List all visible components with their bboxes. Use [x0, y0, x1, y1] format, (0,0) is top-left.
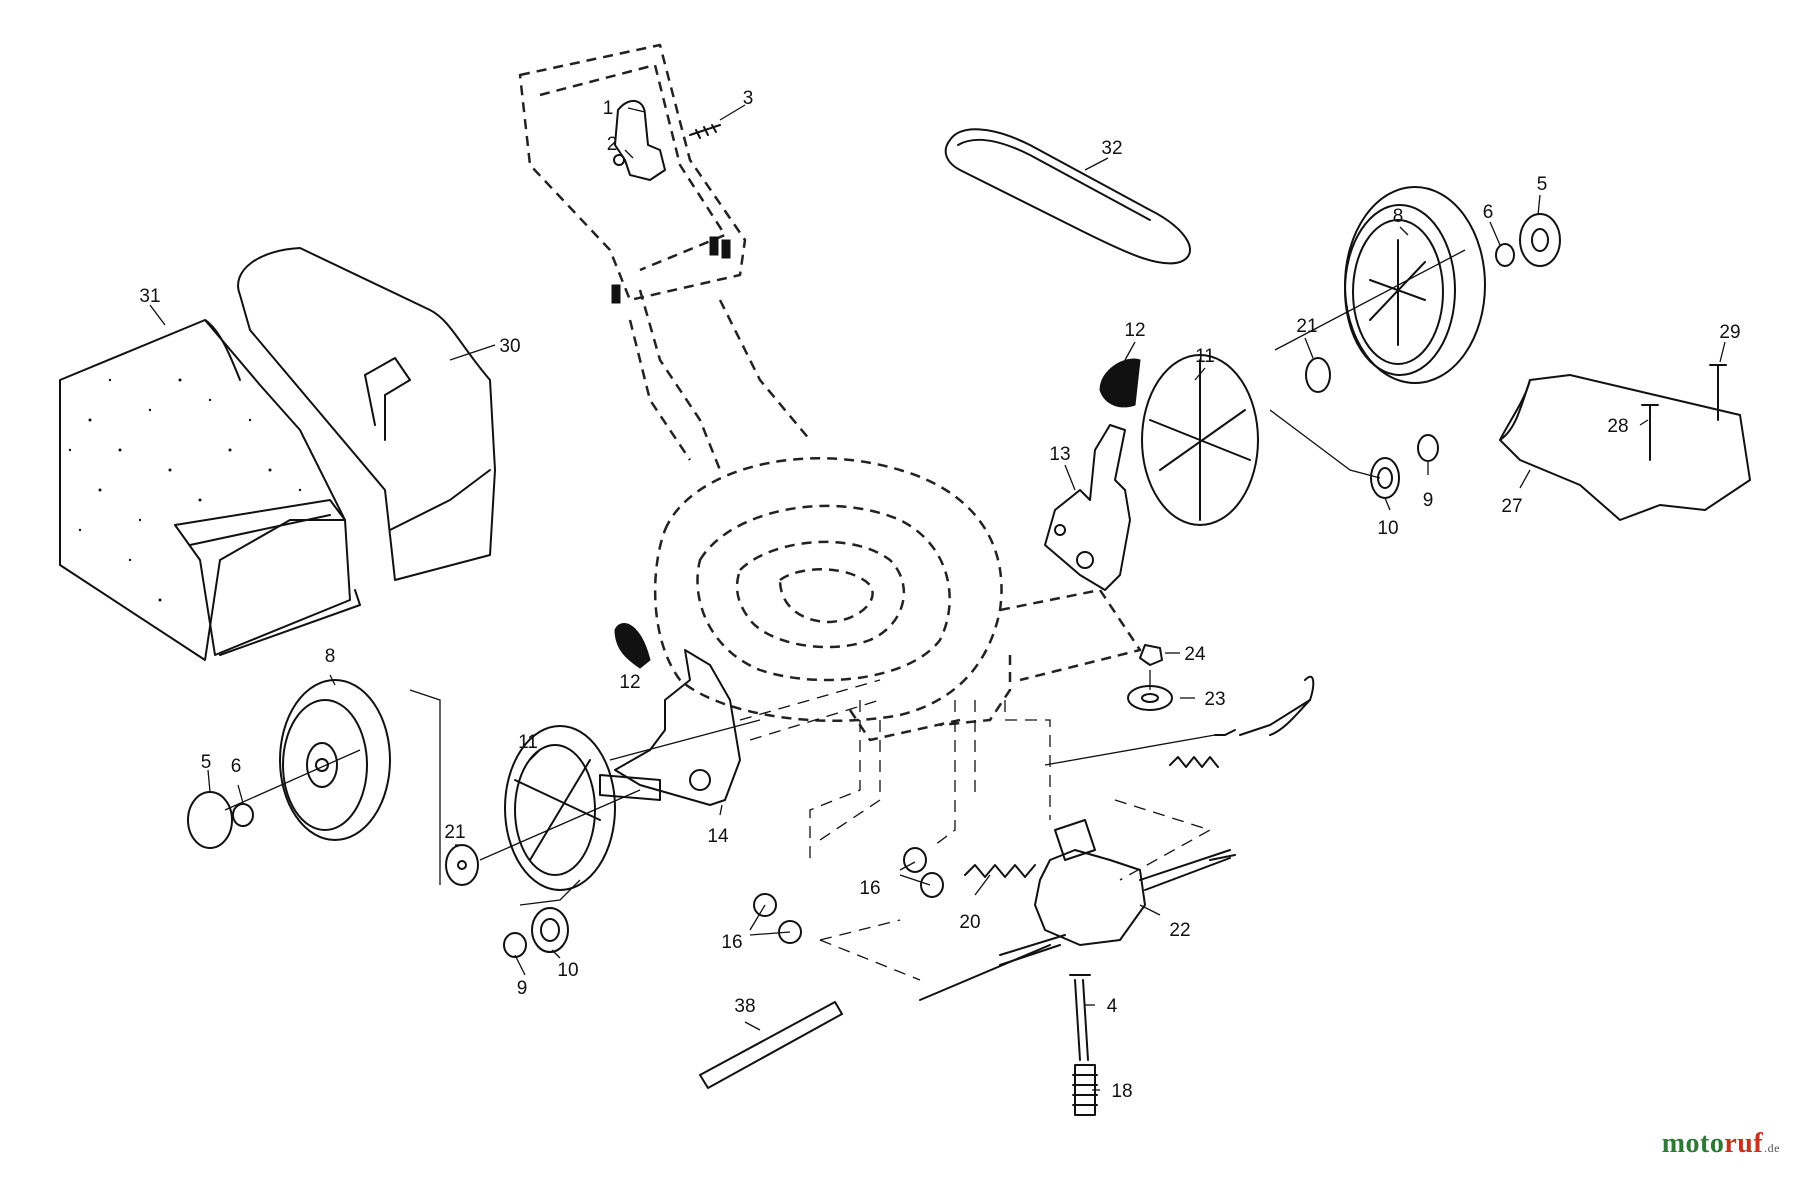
- callout-5: 5: [1537, 174, 1548, 195]
- control-lever: [613, 100, 721, 181]
- shaft-4: [1069, 974, 1091, 1061]
- callout-22: 22: [1169, 920, 1190, 941]
- right-grip-12: [1099, 358, 1141, 408]
- callout-6: 6: [1483, 202, 1494, 223]
- nuts-16-left: [753, 893, 802, 944]
- bolt-29: [1709, 364, 1727, 421]
- callout-10: 10: [557, 960, 578, 981]
- watermark-part-b: ruf: [1724, 1128, 1764, 1159]
- callout-8: 8: [325, 646, 336, 667]
- left-washer-21: [445, 844, 479, 886]
- callout-21: 21: [444, 822, 465, 843]
- axle-shaft: [919, 854, 1236, 1001]
- watermark-part-a: moto: [1661, 1128, 1725, 1159]
- callout-31: 31: [139, 286, 160, 307]
- dashed-leaders: [739, 679, 1212, 981]
- callout-9: 9: [517, 978, 528, 999]
- callout-14: 14: [707, 826, 729, 847]
- callout-10: 10: [1377, 518, 1398, 539]
- bolt-28: [1641, 404, 1659, 461]
- handle-ghost: [518, 43, 811, 471]
- callout-5: 5: [201, 752, 212, 773]
- left-clip-9: [503, 932, 527, 958]
- callout-leaders: [149, 104, 1726, 1091]
- right-washer-21: [1305, 357, 1331, 393]
- left-pinion-10: [531, 907, 569, 953]
- callout-13: 13: [1049, 444, 1070, 465]
- left-bracket-14: [599, 649, 741, 806]
- callout-4: 4: [1107, 996, 1118, 1017]
- callout-labels: 1 2 3 32 5 8 6 31 30 12 11 21 29 13 28 9…: [139, 88, 1740, 1102]
- belt: [944, 128, 1191, 265]
- callout-11: 11: [518, 732, 538, 753]
- nuts-16-right: [903, 847, 944, 898]
- rear-guard-27: [1499, 374, 1751, 521]
- rod-38: [699, 1001, 843, 1089]
- callout-8: 8: [1393, 206, 1404, 227]
- spring-20: [964, 864, 1036, 878]
- callout-9: 9: [1423, 490, 1434, 511]
- callout-16: 16: [859, 878, 880, 899]
- right-bracket-13: [1044, 424, 1131, 591]
- callout-18: 18: [1111, 1081, 1132, 1102]
- callout-29: 29: [1719, 322, 1740, 343]
- callout-38: 38: [734, 996, 755, 1017]
- right-hubcap-11: [1141, 354, 1259, 526]
- callout-23: 23: [1204, 689, 1225, 710]
- callout-11: 11: [1195, 346, 1215, 367]
- cable: [1214, 675, 1315, 736]
- right-wheel-8: [1344, 186, 1486, 384]
- callout-27: 27: [1501, 496, 1522, 517]
- watermark-tld: .de: [1764, 1141, 1780, 1155]
- callout-12: 12: [619, 672, 640, 693]
- callout-28: 28: [1607, 416, 1628, 437]
- callout-30: 30: [499, 336, 520, 357]
- right-pinion-10: [1370, 457, 1400, 499]
- bag-frame: [237, 247, 496, 581]
- spring-top: [1169, 756, 1219, 768]
- callout-3: 3: [743, 88, 754, 109]
- spring-18: [1072, 1064, 1098, 1116]
- watermark-logo: motoruf.de: [1662, 1128, 1780, 1160]
- callout-32: 32: [1101, 138, 1122, 159]
- callout-12: 12: [1124, 320, 1145, 341]
- left-cap-5: [187, 791, 233, 849]
- callout-6: 6: [231, 756, 242, 777]
- deck-ghost: [653, 457, 1142, 742]
- callout-21: 21: [1296, 316, 1317, 337]
- transmission-22: [999, 819, 1231, 966]
- left-nut-6: [232, 803, 254, 827]
- callout-20: 20: [959, 912, 980, 933]
- left-grip-12: [614, 623, 651, 669]
- right-nut-6: [1495, 243, 1515, 267]
- callout-1: 1: [603, 98, 614, 119]
- callout-24: 24: [1184, 644, 1206, 665]
- callout-16: 16: [721, 932, 742, 953]
- grass-bag: [59, 319, 361, 661]
- left-wheel-8: [279, 679, 391, 841]
- left-hubcap-11: [504, 725, 616, 891]
- right-clip-9: [1417, 434, 1439, 462]
- nut-24: [1139, 644, 1163, 666]
- right-cap-5: [1519, 213, 1561, 267]
- callout-2: 2: [607, 134, 618, 155]
